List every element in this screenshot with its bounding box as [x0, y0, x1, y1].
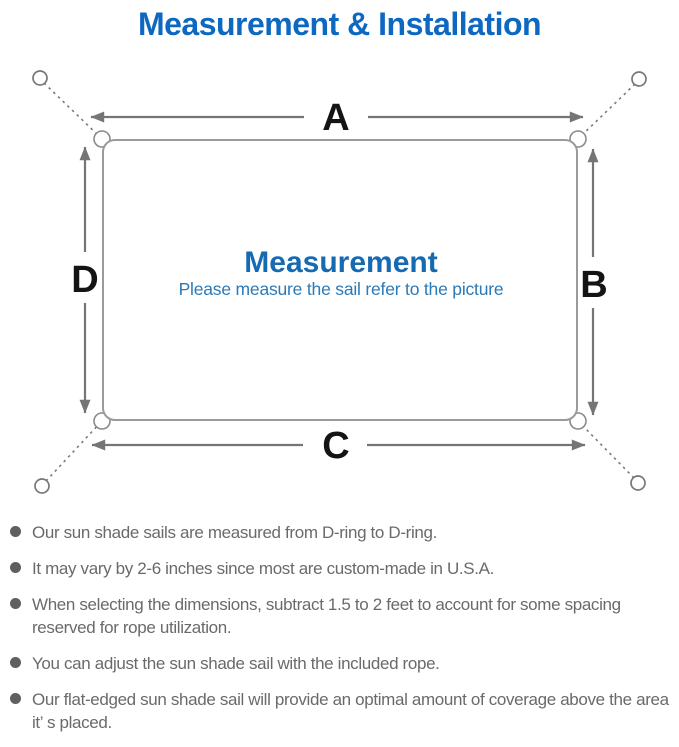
label-side-b: B	[580, 264, 607, 306]
bullet-text: When selecting the dimensions, subtract …	[32, 595, 621, 637]
bullet-item: You can adjust the sun shade sail with t…	[0, 652, 679, 675]
anchor-ring-bottom-right-icon	[630, 475, 646, 491]
anchor-line-bottom-right	[578, 421, 635, 479]
measurement-diagram: A B C D Measurement Please measure the s…	[0, 45, 679, 505]
anchor-ring-top-right-icon	[631, 71, 647, 87]
page-title: Measurement & Installation	[137, 6, 542, 42]
bullet-text: Our flat-edged sun shade sail will provi…	[32, 690, 669, 732]
anchor-line-top-left	[43, 82, 102, 139]
anchor-ring-bottom-left-icon	[34, 478, 50, 494]
bullet-dot-icon	[10, 657, 21, 668]
bullet-dot-icon	[10, 562, 21, 573]
bullet-text: Our sun shade sails are measured from D-…	[32, 523, 437, 542]
anchor-line-top-right	[578, 83, 636, 139]
bullet-item: It may vary by 2-6 inches since most are…	[0, 557, 679, 580]
label-side-d: D	[71, 259, 98, 301]
bullet-dot-icon	[10, 693, 21, 704]
bullet-item: Our sun shade sails are measured from D-…	[0, 521, 679, 544]
bullet-item: Our flat-edged sun shade sail will provi…	[0, 688, 679, 734]
anchor-ring-top-left-icon	[32, 70, 48, 86]
diagram-center-subtitle: Please measure the sail refer to the pic…	[179, 279, 504, 299]
bullet-dot-icon	[10, 598, 21, 609]
sail-outline	[102, 139, 578, 421]
bullet-item: When selecting the dimensions, subtract …	[0, 593, 679, 639]
anchor-line-bottom-left	[45, 421, 102, 482]
sail-diagram-svg: A B C D Measurement Please measure the s…	[32, 70, 647, 494]
diagram-center-title: Measurement	[244, 246, 437, 279]
bullet-list: Our sun shade sails are measured from D-…	[0, 521, 679, 747]
bullet-text: You can adjust the sun shade sail with t…	[32, 654, 440, 673]
bullet-text: It may vary by 2-6 inches since most are…	[32, 559, 495, 578]
label-side-c: C	[322, 425, 349, 467]
label-side-a: A	[322, 97, 349, 139]
bullet-dot-icon	[10, 526, 21, 537]
